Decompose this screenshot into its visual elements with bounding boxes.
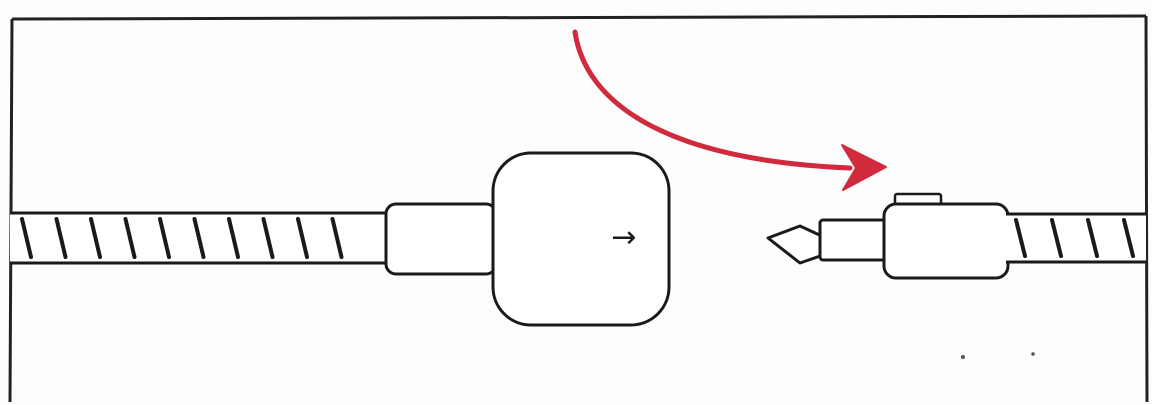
- right-arrow-icon: →: [611, 220, 636, 255]
- left-connector-body: [491, 151, 671, 327]
- hose-rib: [296, 217, 309, 259]
- hose-rib: [89, 217, 102, 259]
- left-hose-ribs: [20, 217, 344, 259]
- plug-body: [882, 202, 1010, 280]
- hose-rib: [123, 217, 137, 259]
- arrow-tip-icon: [766, 224, 827, 265]
- hose-rib: [1122, 218, 1135, 258]
- hose-rib: [1086, 218, 1099, 258]
- frame-left-edge: [8, 18, 14, 403]
- plug-stem: [818, 218, 890, 262]
- hose-rib: [1014, 218, 1027, 258]
- hose-rib: [1050, 218, 1063, 258]
- curved-arrow-shaft: [572, 29, 853, 171]
- speck: [961, 355, 965, 359]
- hose-rib: [192, 217, 206, 259]
- left-hose: [10, 211, 388, 265]
- curved-arrow-icon: [572, 29, 887, 191]
- right-hose: [1006, 212, 1146, 264]
- frame: [8, 14, 1149, 403]
- hose-rib: [158, 217, 171, 259]
- hose-rib: [20, 217, 33, 259]
- frame-top-edge: [11, 14, 1147, 21]
- hose-rib: [54, 217, 68, 259]
- left-connector-collar: [384, 202, 498, 276]
- hose-rib: [330, 217, 344, 259]
- curved-arrow-head: [841, 144, 887, 191]
- right-hose-ribs: [1014, 218, 1135, 258]
- frame-right-edge: [1144, 15, 1149, 403]
- hose-rib: [261, 217, 275, 259]
- speck: [1031, 352, 1035, 356]
- hose-rib: [227, 217, 240, 259]
